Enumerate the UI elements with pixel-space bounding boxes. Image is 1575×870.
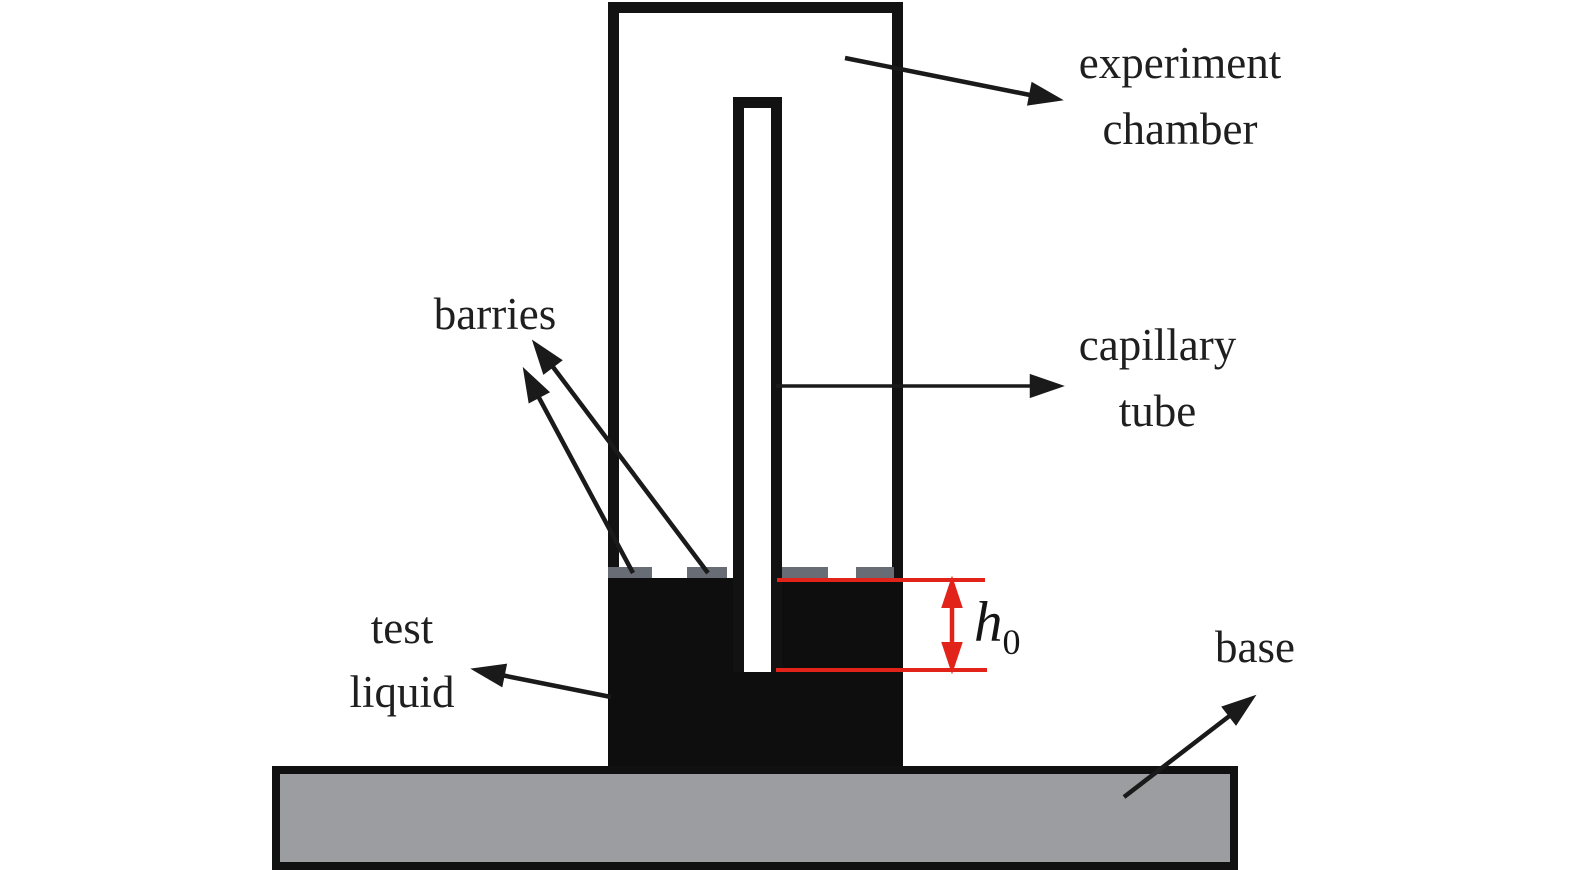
capillary-tube-label-line2: tube: [1118, 386, 1197, 436]
barrier-dash: [687, 567, 727, 578]
barrier-dash: [778, 567, 828, 578]
capillary-tube-label: capillary tube: [1035, 312, 1280, 444]
h0-subscript: 0: [1002, 622, 1021, 662]
capillary-tube-label-line1: capillary: [1078, 320, 1237, 370]
barrier-dash: [608, 567, 652, 578]
experiment-chamber-label-line2: chamber: [1102, 104, 1258, 154]
experiment-chamber-label: experiment chamber: [1020, 30, 1340, 162]
barrier-dash: [856, 567, 894, 578]
test-liquid-label-line1: test: [370, 603, 434, 653]
barriers-label: barries: [433, 289, 557, 339]
h0-symbol: h: [974, 591, 1003, 654]
test-liquid-label-line2: liquid: [349, 667, 455, 717]
capillary-tube: [733, 97, 782, 672]
h0-label: h0: [974, 591, 1021, 660]
test-liquid-label: test liquid: [328, 596, 476, 724]
base-label: base: [1215, 622, 1295, 672]
experiment-chamber-label-line1: experiment: [1078, 38, 1282, 88]
test-liquid-arrow: [470, 663, 612, 700]
experiment-chamber: [608, 2, 903, 578]
base-plate: [272, 766, 1238, 870]
h0-dimension-arrow: [941, 575, 963, 675]
